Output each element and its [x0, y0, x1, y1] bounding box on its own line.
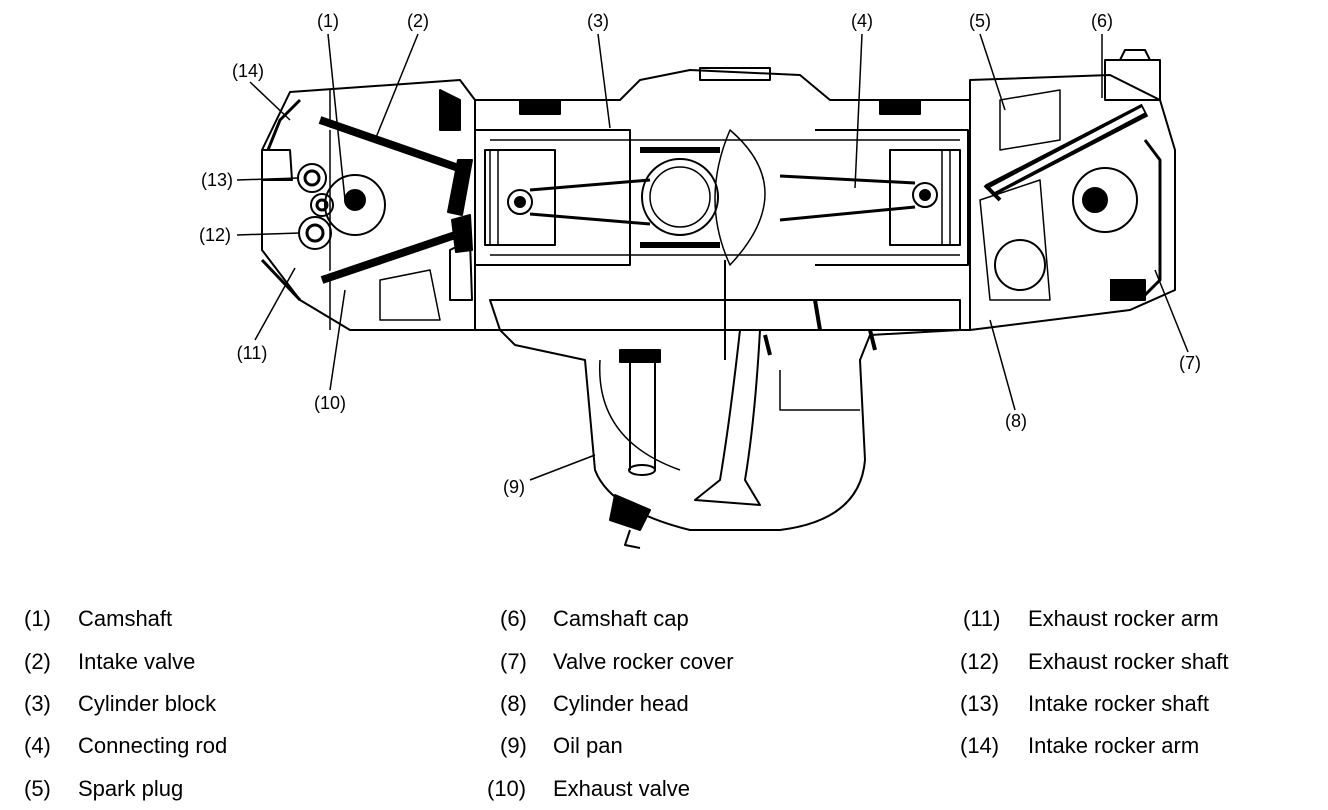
callout-5: (5)	[969, 11, 991, 31]
callout-3: (3)	[587, 11, 609, 31]
legend-number: (4)	[24, 733, 51, 758]
leader-lines	[236, 33, 1189, 481]
legend-number: (5)	[24, 776, 51, 801]
left-cylinder-head	[260, 79, 476, 331]
legend-number: (13)	[960, 691, 1000, 716]
connecting-rod	[779, 149, 961, 246]
legend-label: Intake rocker arm	[1028, 733, 1200, 758]
legend-number: (7)	[500, 649, 527, 674]
legend-label: Connecting rod	[78, 733, 228, 758]
legend-label: Spark plug	[78, 776, 184, 801]
left-piston	[484, 149, 651, 246]
callout-14: (14)	[231, 61, 265, 81]
callout-6: (6)	[1091, 11, 1113, 31]
engine-cross-section-drawing	[236, 33, 1189, 549]
oil-pan	[489, 260, 961, 549]
callout-12: (12)	[198, 225, 232, 245]
callout-13: (13)	[200, 170, 234, 190]
callout-10: (10)	[313, 393, 347, 413]
legend-number: (9)	[500, 733, 527, 758]
legend-number: (3)	[24, 691, 51, 716]
legend-label: Cylinder block	[78, 691, 217, 716]
legend-label: Exhaust rocker shaft	[1028, 649, 1229, 674]
legend-label: Exhaust valve	[553, 776, 690, 801]
rocker-shafts	[297, 163, 334, 250]
callout-8: (8)	[1005, 411, 1027, 431]
legend-number: (1)	[24, 606, 51, 631]
callout-4: (4)	[851, 11, 873, 31]
crankshaft	[640, 129, 766, 266]
legend-number: (12)	[960, 649, 1000, 674]
legend-number: (8)	[500, 691, 527, 716]
legend-label: Exhaust rocker arm	[1028, 606, 1219, 631]
callout-11: (11)	[236, 343, 268, 363]
right-cylinder-head	[969, 49, 1176, 331]
right-camshaft	[1072, 139, 1162, 302]
legend-number: (6)	[500, 606, 527, 631]
legend-label: Intake valve	[78, 649, 196, 674]
camshaft	[324, 174, 386, 236]
callout-1: (1)	[317, 11, 339, 31]
legend-label: Intake rocker shaft	[1028, 691, 1209, 716]
legend-number: (11)	[963, 606, 1001, 631]
legend-number: (2)	[24, 649, 51, 674]
callout-2: (2)	[407, 11, 429, 31]
spark-plug	[983, 103, 1149, 202]
callout-7: (7)	[1179, 353, 1201, 373]
intake-valve	[318, 116, 473, 216]
legend-label: Oil pan	[553, 733, 623, 758]
legend-label: Valve rocker cover	[553, 649, 734, 674]
legend-label: Cylinder head	[553, 691, 689, 716]
legend-label: Camshaft cap	[553, 606, 689, 631]
legend-number: (10)	[487, 776, 527, 801]
legend-number: (14)	[960, 733, 1000, 758]
callout-9: (9)	[503, 477, 525, 497]
legend-label: Camshaft	[78, 606, 173, 631]
cylinder-block	[474, 67, 971, 331]
exhaust-valve	[320, 214, 473, 284]
